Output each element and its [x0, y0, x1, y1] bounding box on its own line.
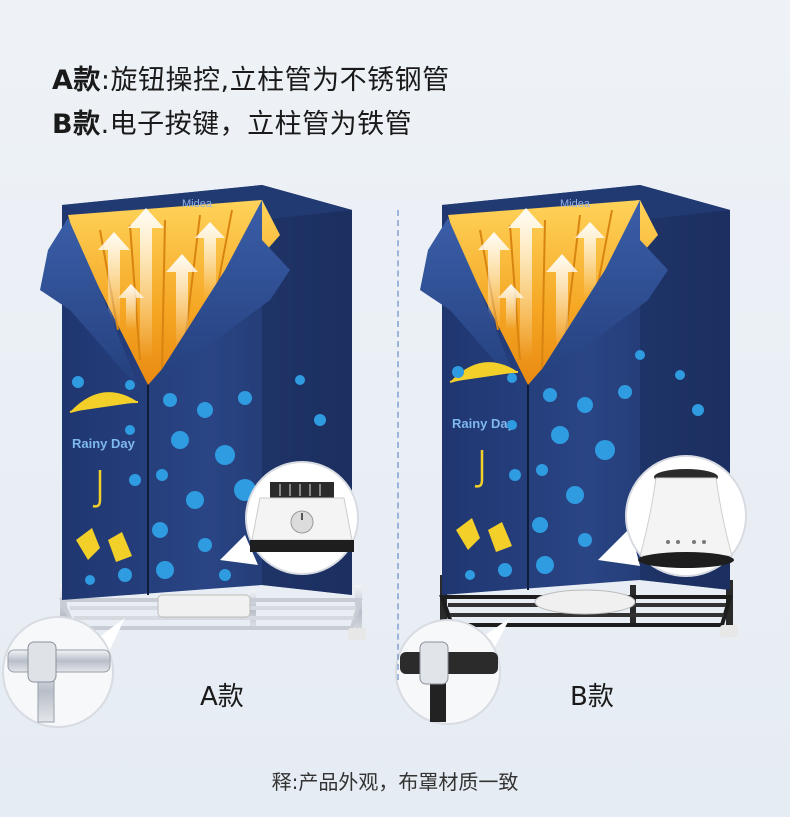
footnote: 释:产品外观，布罩材质一致 — [271, 770, 519, 794]
rack-leg — [726, 580, 733, 635]
zoom-joint-b — [395, 618, 510, 725]
brand-logo: Midea — [560, 198, 591, 210]
model-b-label: B款 — [570, 682, 614, 712]
zoom-heater-a — [220, 461, 359, 575]
zoom-joint-a — [2, 616, 125, 728]
cover-flap-left — [40, 218, 140, 390]
dryer-a: Midea Rainy Day — [2, 185, 366, 728]
model-a-description: :旋钮操控,立柱管为不锈钢管 — [100, 65, 450, 96]
umbrella-handle — [474, 450, 484, 488]
model-divider — [397, 210, 399, 680]
warm-air-arrows — [98, 208, 225, 360]
cover-flap-right — [150, 200, 290, 388]
model-b-tag: B款 — [52, 109, 101, 140]
foot — [720, 625, 738, 637]
polka-dots — [452, 350, 704, 580]
heater-housing — [639, 477, 733, 557]
foot — [348, 628, 366, 640]
cover-flap-right — [530, 200, 668, 388]
iron-connector — [419, 641, 449, 685]
heater-base-strip — [250, 540, 354, 552]
touch-buttons — [666, 540, 706, 544]
heater-base — [157, 594, 251, 618]
umbrella-handle — [92, 470, 102, 508]
model-a-label: A款 — [200, 682, 244, 712]
polka-dots — [72, 375, 326, 585]
model-a-tag: A款 — [52, 65, 101, 96]
rack-frame — [439, 595, 733, 627]
brand-logo: Midea — [182, 198, 213, 210]
warm-air-arrows — [478, 208, 605, 360]
rain-boots-icon — [76, 528, 132, 562]
iron-rail — [400, 652, 498, 674]
headline-model-a: A款:旋钮操控,立柱管为不锈钢管 — [52, 58, 450, 97]
steel-connector — [27, 641, 57, 683]
umbrella-icon — [449, 362, 519, 383]
rack-leg — [60, 585, 67, 645]
heater-base — [534, 589, 636, 615]
cover-flap-left — [420, 218, 520, 390]
steel-rail — [7, 649, 111, 673]
vent-grille — [279, 484, 321, 496]
headline-model-b: B款.电子按键，立柱管为铁管 — [52, 102, 412, 141]
model-b-description: .电子按键，立柱管为铁管 — [100, 109, 413, 140]
rain-boots-icon — [456, 518, 512, 552]
rack-leg — [440, 575, 447, 640]
print-text: Rainy Day — [72, 436, 136, 451]
print-text: Rainy Day — [452, 416, 516, 431]
dryer-b: Midea Rainy Day — [395, 185, 747, 725]
heater-base-strip — [638, 552, 734, 568]
zoom-heater-b — [598, 455, 747, 577]
umbrella-icon — [69, 392, 139, 413]
control-knob-icon — [290, 510, 314, 534]
heater-vent — [270, 482, 334, 498]
